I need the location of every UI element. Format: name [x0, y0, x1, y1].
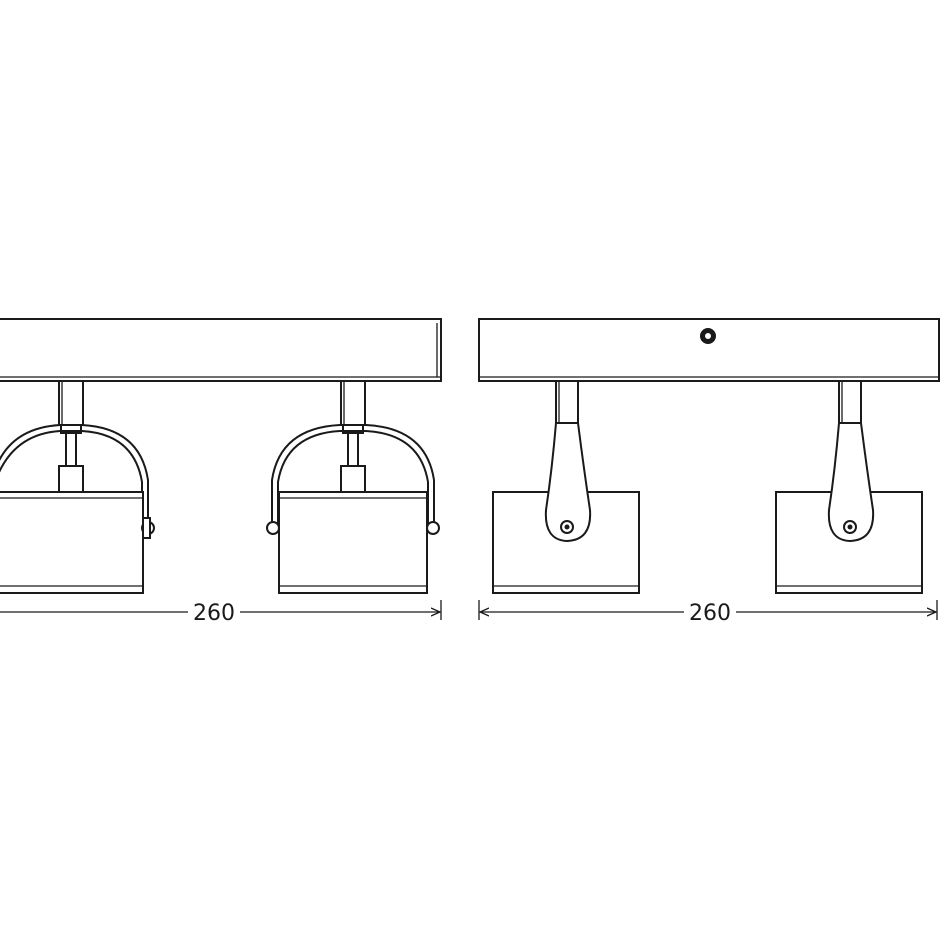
- front-spotlight-1: [0, 380, 155, 594]
- side-spotlight-2: [775, 380, 923, 594]
- front-view: 260: [0, 318, 442, 626]
- pivot-screw-icon: [266, 521, 280, 535]
- side-dimension-label: 260: [689, 601, 731, 626]
- front-spotlight-2: [266, 380, 440, 594]
- front-dimension-label: 260: [193, 601, 235, 626]
- front-dimension: 260: [0, 600, 442, 626]
- side-view: 260: [478, 318, 940, 626]
- side-base-plate: [478, 318, 940, 382]
- side-dimension: 260: [478, 600, 938, 626]
- pivot-screw-icon: [426, 521, 440, 535]
- front-base-plate: [0, 318, 442, 382]
- side-spotlight-1: [492, 380, 640, 594]
